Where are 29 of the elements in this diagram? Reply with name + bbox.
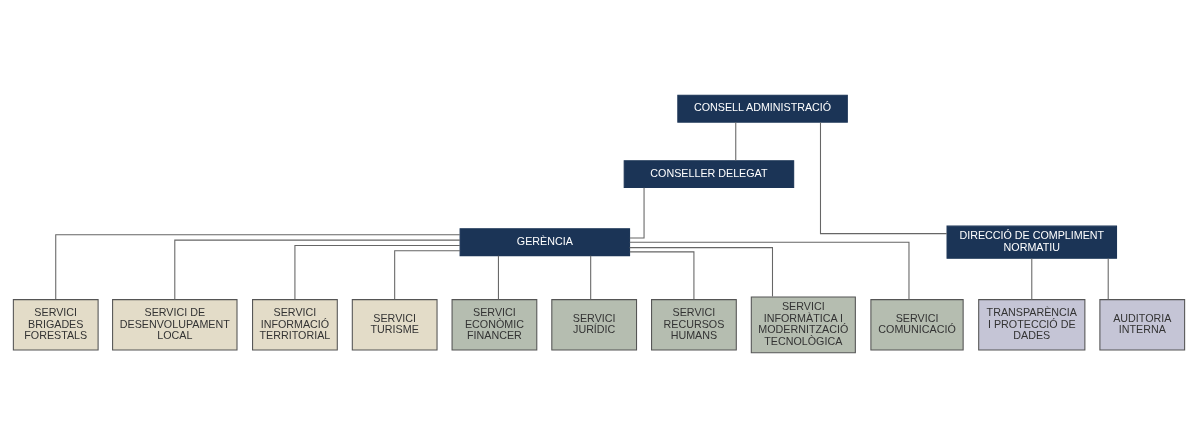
node-box: SERVICI TURISME: [351, 298, 438, 351]
node-box: SERVICI INFORMÀTICA I MODERNITZACIÓ TECNOLÒGICA: [750, 295, 856, 353]
node-box: SERVICI INFORMACIÓ TERRITORIAL: [252, 298, 338, 351]
connector: [1031, 257, 1033, 300]
connector: [394, 249, 461, 300]
connector: [497, 254, 499, 300]
connector: [294, 244, 461, 300]
node-box: CONSELL ADMINISTRACIÓ: [677, 94, 848, 123]
connector: [629, 186, 645, 238]
node-box: SERVICI ECONÒMIC FINANCER: [451, 298, 538, 351]
connector: [629, 241, 910, 300]
node-box: DIRECCIÓ DE COMPLIMENT NORMATIU: [946, 225, 1118, 259]
connector: [55, 233, 461, 300]
connector: [819, 121, 948, 234]
connector: [590, 254, 592, 300]
node-box: TRANSPARÈNCIA I PROTECCIÓ DE DADES: [978, 298, 1086, 351]
node-box: AUDITORIA INTERNA: [1099, 298, 1186, 351]
node-box: SERVICI RECURSOS HUMANS: [651, 298, 737, 351]
node-box: SERVICI DE DESENVOLUPAMENT LOCAL: [112, 298, 238, 351]
node-box: GERÈNCIA: [459, 227, 631, 256]
node-box: CONSELLER DELEGAT: [623, 159, 795, 188]
connector: [629, 246, 774, 297]
connector: [735, 121, 737, 161]
connector: [174, 239, 461, 300]
node-box: SERVICI JURÍDIC: [551, 298, 638, 351]
node-box: SERVICI COMUNICACIÓ: [870, 298, 964, 351]
connector: [629, 250, 695, 300]
node-box: SERVICI BRIGADES FORESTALS: [12, 298, 99, 351]
connector: [1107, 257, 1109, 300]
